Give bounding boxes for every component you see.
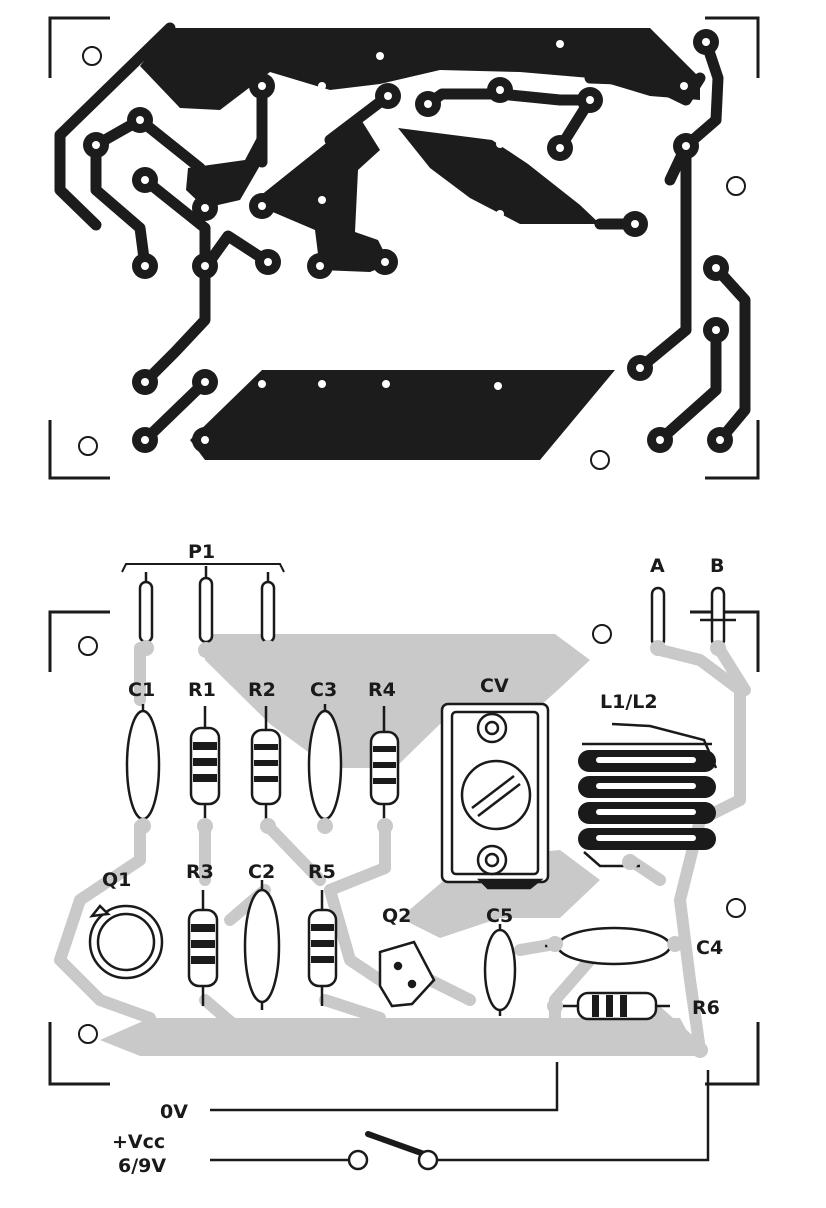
- terminal-pins: [138, 566, 736, 648]
- label-q2: Q2: [382, 905, 411, 927]
- copper-pour-bottom: [190, 370, 615, 460]
- copper-side-view: [48, 16, 760, 480]
- label-cv: CV: [480, 675, 509, 697]
- component-labels: P1 A B C1 R1 R2 C3 R4 CV L1/L2 Q1 R3 C2 …: [102, 541, 724, 1177]
- trimmer-capacitor-cv: [440, 702, 550, 890]
- label-0v: 0V: [160, 1101, 188, 1123]
- copper-pour-top: [140, 28, 700, 110]
- copper-pours: [140, 28, 700, 460]
- shadow-pour-bottom: [100, 1018, 700, 1056]
- shadow-pour-top: [205, 634, 590, 768]
- coil-l1-l2: [578, 722, 718, 868]
- label-r3: R3: [186, 861, 214, 883]
- label-l1-l2: L1/L2: [600, 691, 658, 713]
- transistor-q1: [88, 904, 164, 980]
- component-mounting-holes: [78, 624, 746, 1044]
- power-wiring: [210, 1062, 710, 1162]
- switch-lever: [365, 1131, 427, 1157]
- transistor-q2: [378, 940, 436, 1008]
- label-r1: R1: [188, 679, 216, 701]
- switch-contacts: [347, 1149, 439, 1171]
- label-r6: R6: [692, 997, 720, 1019]
- label-c5: C5: [486, 905, 513, 927]
- label-r2: R2: [248, 679, 276, 701]
- component-side-view: P1 A B C1 R1 R2 C3 R4 CV L1/L2 Q1 R3 C2 …: [48, 541, 760, 1177]
- copper-board-outline: [48, 16, 760, 480]
- resistors: [187, 706, 670, 1021]
- shadow-pour-center: [400, 850, 600, 938]
- label-c1: C1: [128, 679, 155, 701]
- label-p1: P1: [188, 541, 215, 563]
- copper-mounting-holes: [78, 46, 746, 470]
- label-c2: C2: [248, 861, 275, 883]
- component-pads: [135, 640, 726, 1058]
- label-c4: C4: [696, 937, 723, 959]
- copper-pads: [83, 29, 733, 453]
- label-vcc: +Vcc: [112, 1131, 165, 1153]
- p1-bracket: [121, 563, 285, 573]
- label-a: A: [650, 555, 665, 577]
- label-r4: R4: [368, 679, 396, 701]
- label-vcc-range: 6/9V: [118, 1155, 166, 1177]
- label-r5: R5: [308, 861, 336, 883]
- label-c3: C3: [310, 679, 337, 701]
- label-b: B: [710, 555, 724, 577]
- component-board-outline: [48, 610, 760, 1086]
- copper-pour-center: [255, 118, 390, 272]
- capacitors: [125, 704, 680, 1016]
- label-q1: Q1: [102, 869, 131, 891]
- copper-pour-right-diagonal: [398, 128, 600, 224]
